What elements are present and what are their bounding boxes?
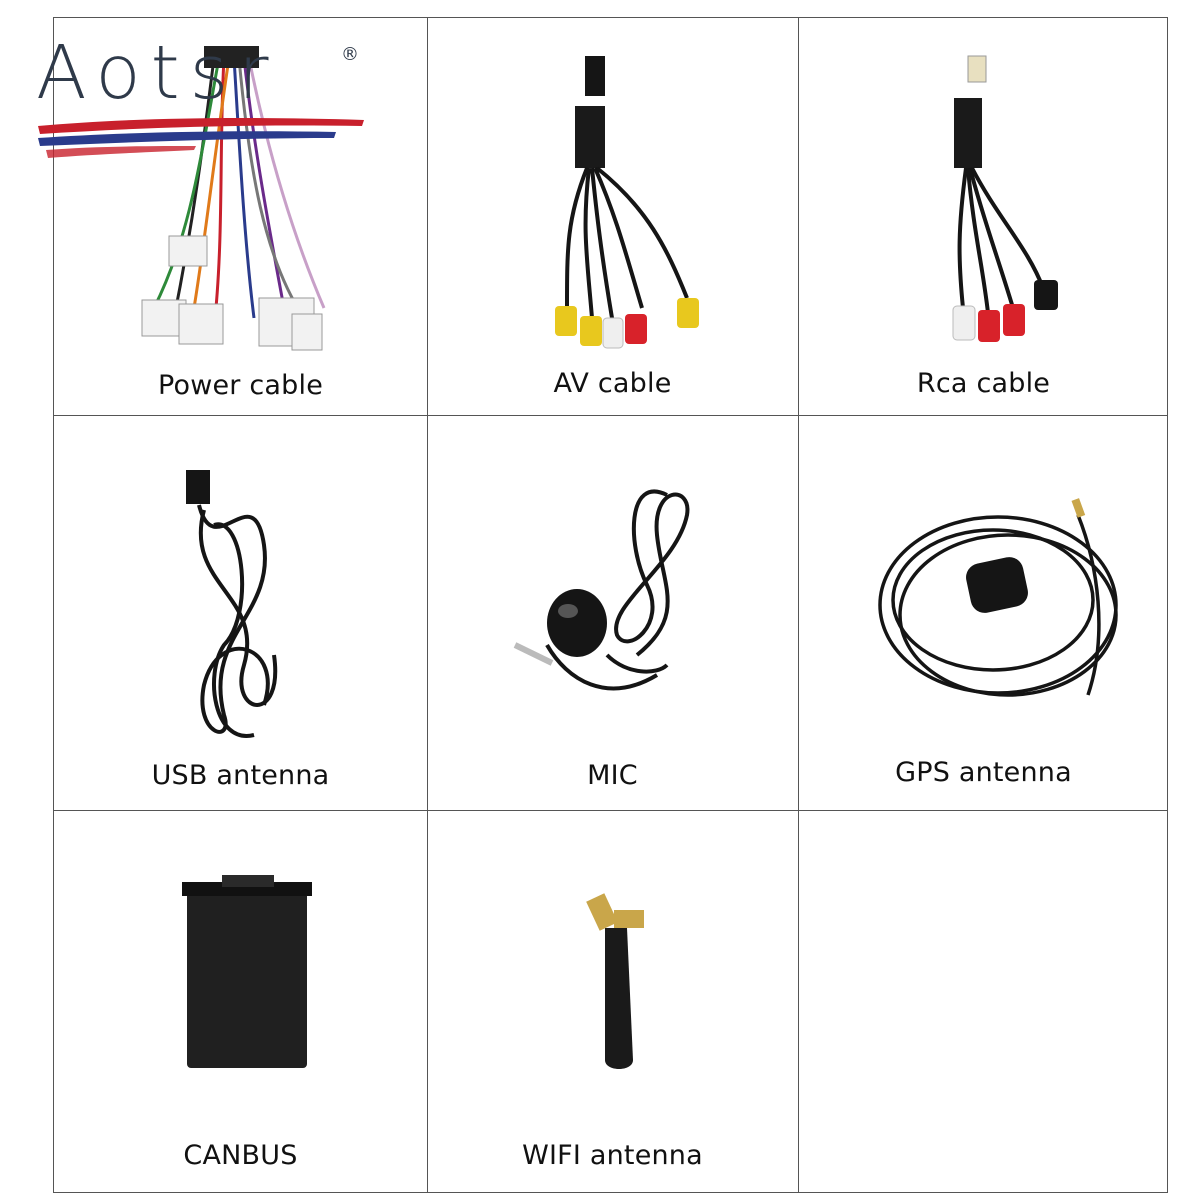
brand-logo-text: Aotsr — [36, 30, 279, 116]
power-cable-image — [141, 46, 326, 351]
item-empty — [798, 810, 1169, 1194]
item-label: Rca cable — [916, 368, 1051, 399]
item-wifi-antenna: WIFI antenna — [427, 810, 798, 1194]
item-label: USB antenna — [151, 760, 330, 791]
item-label: Power cable — [157, 370, 324, 401]
gps-antenna-image — [878, 498, 1118, 697]
av-cable-image — [555, 56, 699, 349]
item-gps-antenna: GPS antenna — [798, 415, 1169, 810]
canbus-image — [182, 875, 312, 1068]
registered-mark: ® — [341, 44, 359, 65]
accessory-grid: Power cable AV cable — [53, 17, 1168, 1193]
rca-cable-image — [952, 55, 1058, 342]
wifi-antenna-image — [586, 893, 644, 1069]
item-mic: MIC — [427, 415, 798, 810]
item-label: GPS antenna — [895, 757, 1072, 788]
grid-divider — [798, 18, 799, 1192]
item-label: CANBUS — [183, 1140, 298, 1171]
grid-divider — [54, 415, 1167, 416]
item-usb-antenna: USB antenna — [54, 415, 427, 810]
item-power-cable: Power cable — [54, 18, 427, 415]
item-av-cable: AV cable — [427, 18, 798, 415]
item-rca-cable: Rca cable — [798, 18, 1169, 415]
grid-divider — [54, 810, 1167, 811]
item-canbus: CANBUS — [54, 810, 427, 1194]
item-label: MIC — [587, 760, 638, 791]
brand-logo: Aotsr ® — [36, 36, 366, 166]
grid-divider — [427, 18, 428, 1192]
mic-image — [513, 489, 690, 691]
item-label: WIFI antenna — [522, 1140, 703, 1171]
logo-swoosh-icon — [38, 118, 364, 158]
usb-antenna-image — [186, 470, 278, 738]
item-label: AV cable — [553, 368, 672, 399]
